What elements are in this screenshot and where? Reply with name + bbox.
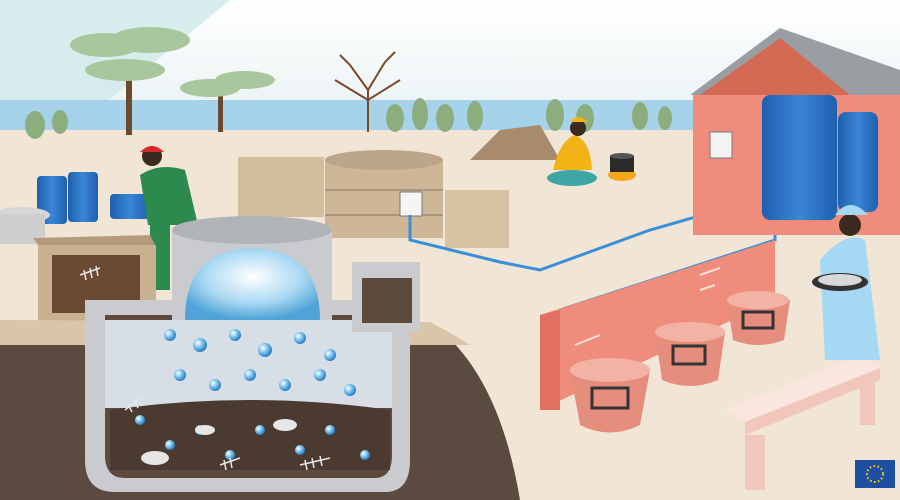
- firewood-pile: [470, 125, 560, 160]
- outlet-box-rear: [238, 157, 324, 217]
- shoreline-shrubs: [25, 98, 672, 139]
- outlet-chamber: [352, 262, 420, 332]
- acacia-tree-middle: [180, 71, 275, 132]
- woman-cooking: [547, 117, 597, 186]
- gas-dome: [172, 216, 332, 320]
- acacia-tree-left: [70, 27, 190, 135]
- bench: [725, 355, 880, 490]
- digester-tank-rear: [325, 150, 443, 238]
- bare-tree: [334, 51, 401, 132]
- gas-meter-rear: [399, 191, 423, 217]
- cooking-pot-fire: [608, 153, 636, 181]
- water-barrels: [37, 172, 150, 224]
- woman-pouring: [140, 146, 198, 290]
- gas-meter-icon: [709, 131, 733, 159]
- dead-fish: [141, 419, 297, 465]
- gas-stove-icon: [570, 291, 790, 433]
- box-rear-right: [445, 190, 509, 248]
- fish-bone-icon: [79, 265, 331, 471]
- house: [690, 28, 900, 235]
- gas-bubbles: [135, 329, 370, 460]
- eu-flag-icon: [855, 460, 895, 488]
- woman-with-tray: [812, 205, 880, 360]
